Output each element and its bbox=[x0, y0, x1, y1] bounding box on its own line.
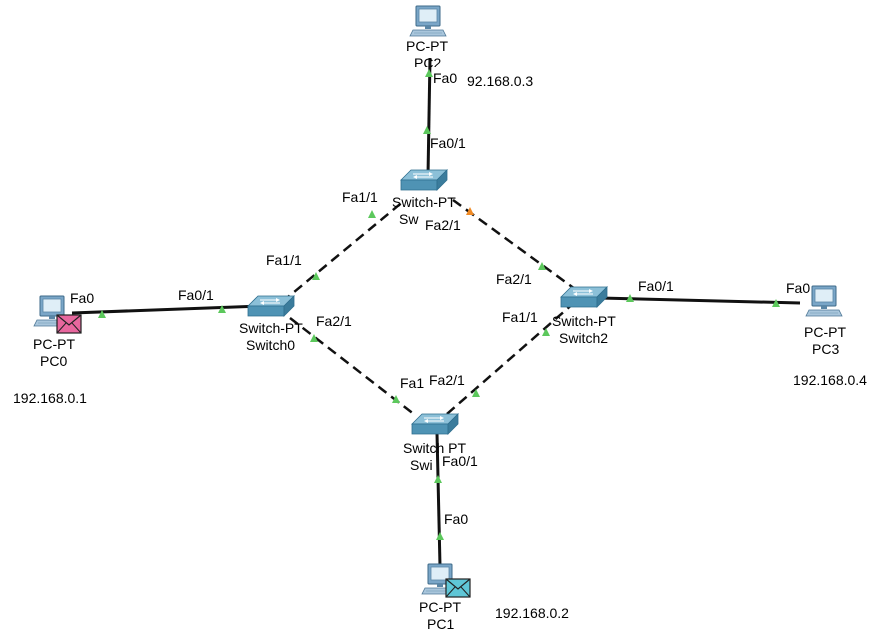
port-label: Fa1 bbox=[400, 375, 425, 391]
device-type-label: PC-PT bbox=[804, 324, 846, 340]
link-switch0-switch1[interactable] bbox=[281, 199, 406, 303]
link-status-icon bbox=[626, 294, 634, 302]
port-label: Fa2/1 bbox=[316, 313, 352, 329]
pdu-envelope-pc1[interactable] bbox=[445, 578, 471, 598]
ip-address-label: 192.168.0.4 bbox=[793, 372, 867, 388]
switch-device-switch1[interactable] bbox=[400, 169, 448, 191]
link-status-icon bbox=[425, 69, 433, 77]
link-status-icon bbox=[392, 395, 400, 403]
device-type-label: PC-PT bbox=[419, 599, 461, 615]
pdu-envelope-pc0[interactable] bbox=[56, 314, 82, 334]
port-label: Fa2/1 bbox=[496, 271, 532, 287]
link-status-icon bbox=[472, 389, 480, 397]
envelope-icon bbox=[56, 314, 82, 334]
device-type-label: PC-PT bbox=[406, 38, 448, 54]
switch-device-switch0[interactable] bbox=[247, 295, 295, 317]
device-type-label: Switch-PT bbox=[239, 320, 303, 336]
port-label: Fa0 bbox=[444, 511, 469, 527]
link-status-icon bbox=[542, 328, 550, 336]
switch-icon bbox=[560, 286, 608, 308]
link-status-icon bbox=[312, 272, 320, 280]
link-status-icon bbox=[772, 299, 780, 307]
link-pc0-switch0[interactable] bbox=[71, 304, 263, 315]
port-status-layer bbox=[98, 69, 780, 540]
port-label: Fa1/1 bbox=[266, 252, 302, 268]
link-status-icon bbox=[368, 210, 376, 218]
link-status-icon bbox=[434, 475, 442, 483]
switch-icon bbox=[411, 413, 459, 435]
switch-icon bbox=[400, 169, 448, 191]
ip-address-label: 192.168.0.1 bbox=[13, 390, 87, 406]
device-type-label: PC-PT bbox=[33, 336, 75, 352]
device-name-label: Sw bbox=[399, 211, 419, 227]
port-label: Fa0/1 bbox=[442, 453, 478, 469]
link-status-icon bbox=[423, 126, 431, 134]
device-name-label: Swi bbox=[410, 457, 433, 473]
ip-address-label: 192.168.0.2 bbox=[495, 605, 569, 621]
pc-device-pc2[interactable] bbox=[409, 5, 447, 37]
switch-device-switch3[interactable] bbox=[411, 413, 459, 435]
pc-icon bbox=[409, 5, 447, 37]
port-label: Fa0 bbox=[70, 290, 95, 306]
device-name-label: PC1 bbox=[427, 616, 455, 632]
ip-address-label: 92.168.0.3 bbox=[467, 73, 534, 89]
device-name-label: PC3 bbox=[812, 341, 840, 357]
device-type-label: Switch PT bbox=[403, 440, 467, 456]
link-status-icon bbox=[538, 262, 546, 270]
port-label: Fa0/1 bbox=[178, 287, 214, 303]
device-type-label: Switch-PT bbox=[552, 313, 616, 329]
link-status-icon bbox=[466, 207, 474, 215]
pc-device-pc3[interactable] bbox=[805, 285, 843, 317]
port-label: Fa1/1 bbox=[502, 309, 538, 325]
device-name-label: PC2 bbox=[414, 55, 442, 67]
device-name-label: PC0 bbox=[40, 353, 68, 369]
link-pc3-switch2[interactable] bbox=[599, 296, 801, 305]
port-label: Fa1/1 bbox=[342, 189, 378, 205]
port-label: Fa0 bbox=[433, 70, 458, 86]
device-name-label: Switch2 bbox=[559, 330, 609, 346]
port-label: Fa2/1 bbox=[429, 372, 465, 388]
switch-icon bbox=[247, 295, 295, 317]
link-pc1-switch3[interactable] bbox=[435, 432, 442, 567]
port-label: Fa0/1 bbox=[638, 278, 674, 294]
envelope-icon bbox=[445, 578, 471, 598]
port-label: Fa0/1 bbox=[430, 135, 466, 151]
link-status-icon bbox=[218, 305, 226, 313]
port-label: Fa2/1 bbox=[425, 217, 461, 233]
link-switch2-switch3[interactable] bbox=[439, 301, 576, 421]
link-status-icon bbox=[310, 334, 318, 342]
port-label: Fa0 bbox=[786, 280, 811, 296]
device-type-label: Switch-PT bbox=[392, 194, 456, 210]
device-name-label: Switch0 bbox=[246, 337, 296, 353]
link-pc2-switch1[interactable] bbox=[426, 57, 432, 177]
link-status-icon bbox=[98, 310, 106, 318]
link-status-icon bbox=[436, 532, 444, 540]
pc-icon bbox=[805, 285, 843, 317]
switch-device-switch2[interactable] bbox=[560, 286, 608, 308]
